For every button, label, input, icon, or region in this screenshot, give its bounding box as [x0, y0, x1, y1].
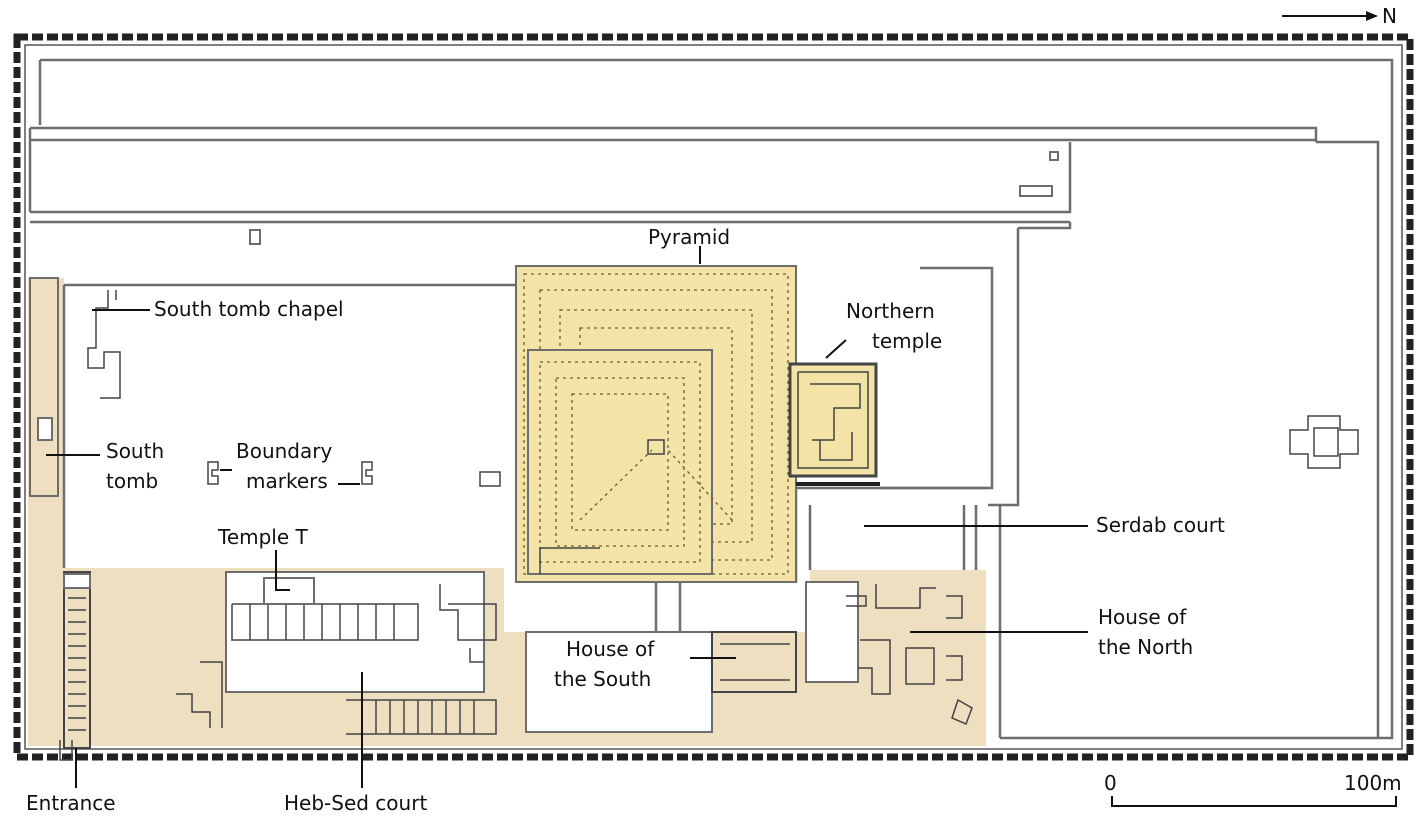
label-northern-temple-line1: Northern — [846, 299, 935, 323]
northern-temple — [788, 362, 880, 486]
north-altar — [1289, 415, 1359, 469]
north-arrow: N — [1282, 4, 1397, 28]
house-of-the-south — [525, 631, 797, 733]
label-pyramid: Pyramid — [648, 225, 730, 249]
scale-bar: 0 100m — [1104, 771, 1402, 807]
house-of-the-north — [805, 581, 973, 725]
label-south-tomb-line2: tomb — [106, 469, 158, 493]
scale-max-label: 100m — [1344, 771, 1402, 795]
heb-sed-chapels-north — [249, 604, 395, 640]
colonnade-bays — [68, 597, 86, 731]
heb-sed-complex — [176, 571, 497, 735]
scale-zero-label: 0 — [1104, 771, 1117, 795]
label-house-of-the-south-line2: the South — [554, 667, 651, 691]
label-heb-sed-court: Heb-Sed court — [284, 791, 427, 815]
label-northern-temple-line2: temple — [872, 329, 942, 353]
north-label: N — [1382, 4, 1397, 28]
pyramid — [479, 265, 797, 583]
label-entrance: Entrance — [26, 791, 116, 815]
enclosure-wall — [13, 33, 1414, 761]
entrance-colonnade — [59, 571, 91, 761]
label-boundary-markers-line2: markers — [246, 469, 328, 493]
label-south-tomb-chapel: South tomb chapel — [154, 297, 344, 321]
label-house-of-the-north-line2: the North — [1098, 635, 1193, 659]
label-south-tomb-line1: South — [106, 439, 164, 463]
label-house-of-the-south-line1: House of — [566, 637, 655, 661]
label-boundary-markers-line1: Boundary — [236, 439, 332, 463]
label-house-of-the-north-line1: House of — [1098, 605, 1187, 629]
boundary-markers — [207, 229, 373, 485]
inner-walls — [28, 58, 1394, 740]
leader-lines — [46, 246, 1088, 788]
south-tomb-structure — [29, 277, 121, 497]
labels: Pyramid South tomb chapel Northern templ… — [26, 225, 1225, 815]
label-temple-t: Temple T — [217, 525, 309, 549]
label-serdab-court: Serdab court — [1096, 513, 1225, 537]
